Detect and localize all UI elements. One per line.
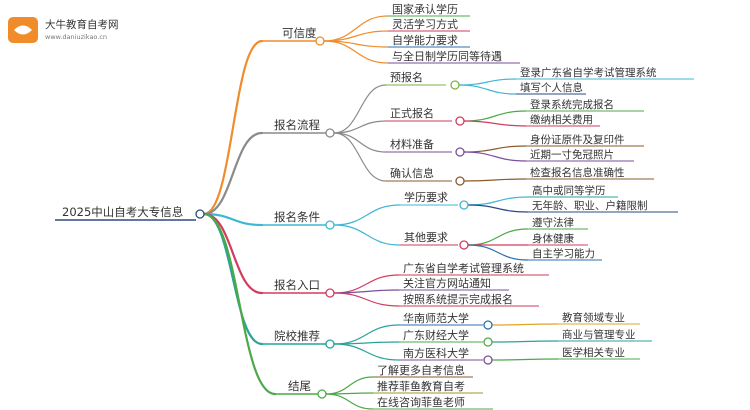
brand-url: www.daniuzikao.cn [45,33,107,41]
leaf-label: 登录系统完成报名 [530,98,614,111]
leaf-label: 检查报名信息准确性 [530,166,625,179]
sub-node-circle [450,80,460,90]
leaf-label: 身体健康 [532,232,574,245]
leaf-label: 填写个人信息 [520,81,583,94]
branch-node-circle [325,128,335,138]
sub-label: 正式报名 [390,106,434,120]
brand-name: 大牛教育自考网 [45,18,119,31]
leaf-label: 国家承认学历 [392,2,458,16]
branch-node-circle [325,339,335,349]
edges-layer [55,15,694,410]
root-node-circle [195,209,205,219]
leaf-connector [463,110,527,122]
leaf-connector [463,145,527,153]
leaf-label: 近期一寸免冠照片 [530,148,614,161]
branch-label-credibility: 可信度 [282,26,317,40]
sub-node-circle [459,200,469,210]
leaf-label: 在线咨询菲鱼老师 [377,395,465,409]
branch-connector [202,212,264,346]
sub-node-circle [483,337,493,347]
leaf-connector [323,15,389,42]
leaf-connector [333,132,387,182]
sub-node-circle [455,176,465,186]
leaf-connector [333,224,401,246]
sub-label: 其他要求 [404,231,448,244]
branch-connector [202,212,264,227]
leaf-connector [333,132,387,153]
leaf-label: 自学能力要求 [392,33,458,47]
leaf-connector [325,376,374,395]
branch-node-circle [315,36,325,46]
leaf-connector [333,324,400,345]
leaf-connector [325,393,374,410]
leaf-connector [458,78,517,86]
nodes-layer [195,36,493,399]
sub-label: 材料准备 [390,137,434,151]
leaf-connector [463,178,527,182]
leaf-label: 自主学习能力 [532,247,595,260]
branch-label-entry: 报名入口 [274,278,320,292]
root-label: 2025中山自考大专信息 [62,205,183,219]
branch-connector [202,131,264,216]
leaf-connector [333,343,400,361]
leaf-connector [323,40,389,64]
sub-node-circle [455,147,465,157]
leaf-label: 灵活学习方式 [392,17,458,31]
leaf-label: 广东省自学考试管理系统 [403,261,524,275]
leaf-label: 按照系统提示完成报名 [403,292,513,306]
leaf-connector [323,30,389,42]
leaf-label: 商业与管理专业 [562,328,636,341]
branch-label-schools: 院校推荐 [274,329,320,343]
branch-node-circle [325,288,335,298]
leaf-connector [467,228,529,246]
leaf-connector [333,289,400,294]
sub-label: 广东财经大学 [403,328,469,342]
leaf-connector [458,84,517,95]
leaf-label: 高中或同等学历 [532,184,606,197]
sub-label: 确认信息 [390,166,434,180]
leaf-connector [463,151,527,162]
leaf-connector [491,323,559,326]
leaf-label: 医学相关专业 [562,346,625,359]
sub-label: 南方医科大学 [403,346,469,360]
branch-node-circle [325,220,335,230]
sub-node-circle [459,240,469,250]
sub-label: 学历要求 [404,190,448,204]
leaf-label: 无年龄、职业、户籍限制 [532,199,648,212]
book-icon [14,25,32,35]
leaf-label: 关注官方网站通知 [403,276,491,290]
leaf-connector [467,244,529,261]
leaf-connector [467,204,529,213]
branch-connector [202,39,264,216]
branch-label-process: 报名流程 [274,118,320,132]
leaf-connector [467,196,529,206]
sub-node-circle [483,355,493,365]
leaf-label: 教育领域专业 [562,311,625,324]
branch-label-conditions: 报名条件 [274,210,320,224]
branch-label-ending: 结尾 [288,379,311,393]
leaf-label: 身份证原件及复印件 [530,133,625,146]
leaf-connector [333,204,401,226]
leaf-label: 登录广东省自学考试管理系统 [520,66,657,79]
branch-connector [202,212,277,396]
leaf-label: 与全日制学历同等待遇 [392,49,502,63]
leaf-connector [491,358,559,361]
leaf-label: 遵守法律 [532,216,574,229]
leaf-connector [463,120,527,127]
sub-node-circle [455,116,465,126]
sub-node-circle [483,320,493,330]
leaf-label: 推荐菲鱼教育自考 [377,379,465,393]
leaf-label: 缴纳相关费用 [530,113,593,126]
leaf-connector [333,120,387,134]
leaf-label: 了解更多自考信息 [377,363,465,377]
brand-logo: 大牛教育自考网 www.daniuzikao.cn [8,17,119,43]
branch-node-circle [317,389,327,399]
sub-label: 预报名 [390,70,423,84]
leaf-connector [333,292,400,307]
leaf-connector [491,340,559,343]
leaf-connector [333,84,387,134]
sub-label: 华南师范大学 [403,311,469,325]
